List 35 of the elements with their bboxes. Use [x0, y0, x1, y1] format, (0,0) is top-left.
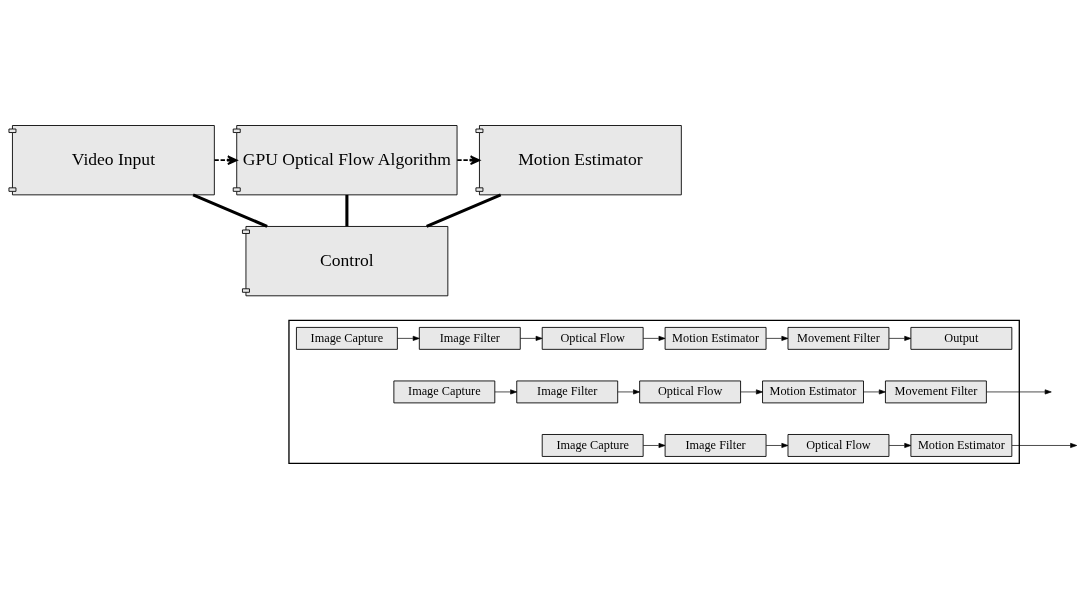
node-box: Image Capture	[541, 433, 644, 457]
cluster	[288, 319, 1020, 464]
node-box: Motion Estimator	[664, 326, 767, 350]
node-box: Optical Flow	[639, 380, 742, 403]
node-box: Movement Filter	[885, 380, 987, 403]
node-box: Image Capture	[296, 326, 398, 350]
node-box: Movement Filter	[787, 326, 890, 350]
arrow	[494, 388, 518, 394]
arrow	[863, 388, 886, 394]
arrow	[397, 335, 420, 341]
arrow	[765, 442, 789, 448]
arrow	[888, 442, 912, 448]
node-box: Image Filter	[418, 326, 521, 350]
node-box: Optical Flow	[541, 326, 644, 350]
node-box: Image Filter	[664, 433, 767, 457]
node-box: Output	[910, 326, 1013, 350]
connector	[426, 193, 502, 228]
node-box: Motion Estimator	[910, 433, 1013, 457]
node-box: Image Filter	[516, 380, 619, 403]
node-box: Image Capture	[393, 380, 496, 403]
connector	[345, 194, 349, 226]
arrow	[888, 335, 912, 341]
node-box: Optical Flow	[787, 433, 890, 457]
arrow	[986, 388, 1052, 394]
connector	[192, 193, 268, 228]
arrow	[456, 154, 481, 165]
arrow	[740, 388, 763, 394]
arrow	[643, 442, 666, 448]
arrow	[643, 335, 666, 341]
arrow	[765, 335, 789, 341]
arrow	[617, 388, 640, 394]
arrow	[1011, 442, 1078, 448]
arrow	[520, 335, 543, 341]
arrow	[213, 154, 238, 165]
node-box: Motion Estimator	[762, 380, 864, 403]
